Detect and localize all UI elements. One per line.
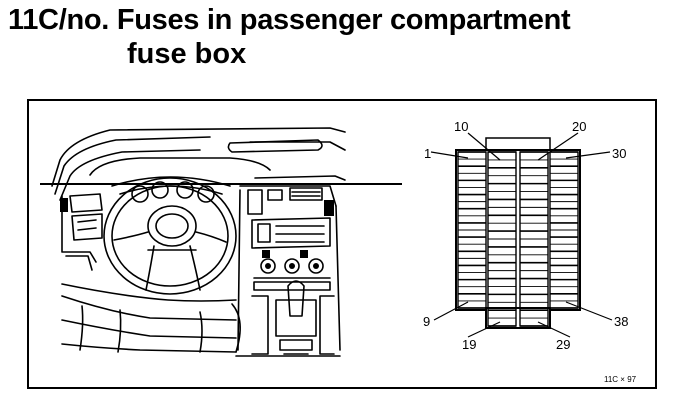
title-line2: fuse box <box>127 38 247 70</box>
label-fuse-9: 9 <box>423 314 430 329</box>
page-title: 11C/no. Fuses in passenger compartment <box>8 4 571 37</box>
fuse-column <box>487 151 517 327</box>
fuse-column <box>457 151 487 309</box>
label-fuse-19: 19 <box>462 337 476 352</box>
label-fuse-38: 38 <box>614 314 628 329</box>
figure-frame <box>27 99 657 389</box>
label-fuse-29: 29 <box>556 337 570 352</box>
title-line1: Fuses in passenger compartment <box>116 4 571 36</box>
fuse-column <box>549 151 579 309</box>
label-fuse-1: 1 <box>424 146 431 161</box>
label-fuse-20: 20 <box>572 119 586 134</box>
figure-code: 11C × 97 <box>604 375 637 384</box>
label-fuse-10: 10 <box>454 119 468 134</box>
fuse-column <box>519 151 549 327</box>
title-code: 11C/no. <box>8 4 110 36</box>
label-fuse-30: 30 <box>612 146 626 161</box>
